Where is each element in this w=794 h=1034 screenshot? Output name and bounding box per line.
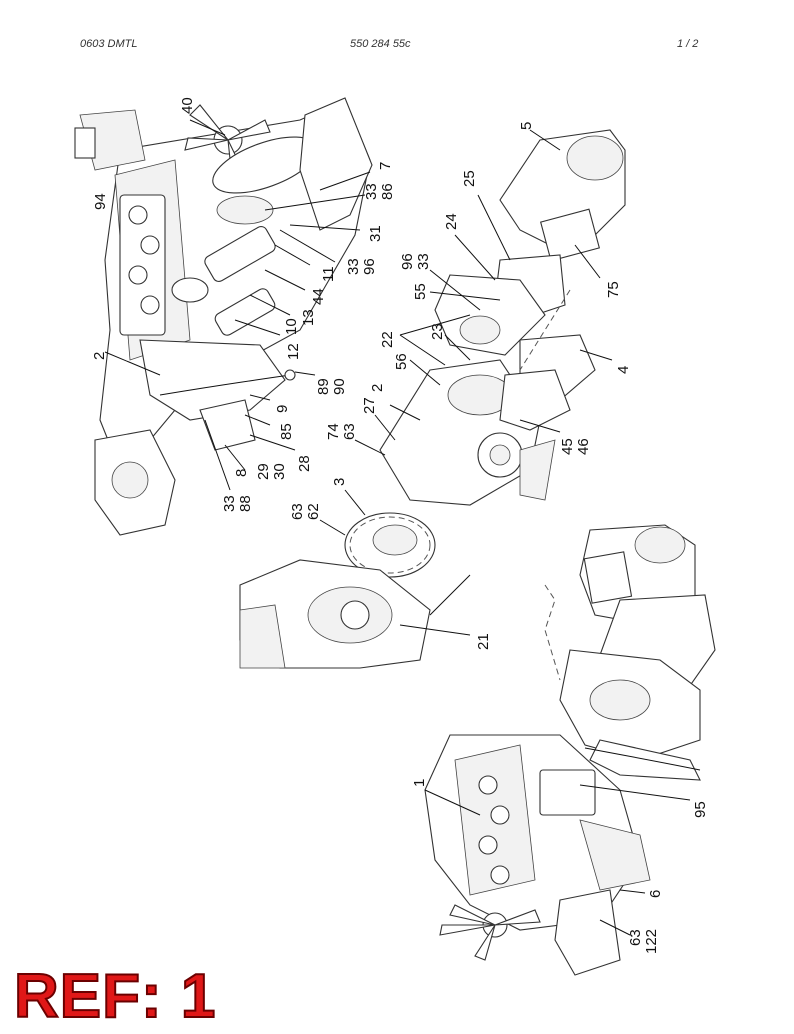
callout-label: 1	[411, 779, 428, 787]
callout-label: 33	[221, 495, 238, 512]
callout-label: 85	[278, 423, 295, 440]
callout-label: 3	[331, 478, 348, 486]
callout-label: 56	[393, 353, 410, 370]
callout-label: 31	[367, 225, 384, 242]
callout-label: 46	[575, 438, 592, 455]
transmission-assembly-middle	[239, 129, 626, 669]
callout-label: 90	[331, 378, 348, 395]
callout-label: 2	[91, 352, 108, 360]
callout-label: 40	[179, 97, 196, 114]
callout-label: 4	[615, 366, 632, 374]
callout-label: 21	[475, 633, 492, 650]
callout-label: 11	[320, 266, 337, 282]
callout-label: 27	[361, 397, 378, 414]
header-document-code: 0603 DMTL	[80, 38, 138, 50]
reference-label: REF: 1	[13, 962, 217, 1031]
callout-label: 9	[274, 405, 291, 413]
callout-label: 6	[647, 890, 664, 898]
callout-label: 44	[310, 288, 327, 305]
callout-label: 89	[315, 378, 332, 395]
header-page-number: 1 / 2	[677, 38, 699, 50]
callout-label: 29	[255, 463, 272, 480]
callout-label: 8	[233, 469, 250, 477]
callout-label: 74	[325, 423, 342, 440]
callout-label: 28	[296, 455, 313, 472]
callout-label: 75	[605, 281, 622, 298]
callout-label: 63	[289, 503, 306, 520]
engine-valve-ports	[128, 205, 160, 315]
callout-label: 63	[627, 929, 644, 946]
callout-label: 63	[341, 423, 358, 440]
callout-label: 33	[363, 183, 380, 200]
callout-label: 95	[692, 801, 709, 818]
callout-label: 25	[461, 170, 478, 187]
callout-label: 62	[305, 503, 322, 520]
callout-label: 96	[361, 258, 378, 275]
callout-label: 94	[92, 193, 109, 210]
callout-label: 23	[429, 323, 446, 340]
callout-label: 122	[643, 929, 660, 954]
callout-label: 10	[283, 318, 300, 335]
callout-label: 55	[412, 283, 429, 300]
callout-label: 33	[415, 253, 432, 270]
engine-assembly-lower	[424, 524, 716, 976]
callout-label: 12	[285, 343, 302, 360]
header-part-number: 550 284 55c	[350, 38, 411, 50]
callout-label: 45	[559, 438, 576, 455]
lower-engine-valve-ports	[478, 775, 510, 885]
callout-label: 7	[377, 162, 394, 170]
callout-labels: 40 94 7 33 86 31 33 96 11 44 13 10 12 2 …	[91, 97, 709, 954]
engine-assembly-upper	[74, 97, 373, 536]
callout-label: 88	[237, 495, 254, 512]
callout-label: 86	[379, 183, 396, 200]
lower-cooling-fan	[439, 904, 541, 961]
callout-label: 30	[271, 463, 288, 480]
callout-label: 24	[443, 213, 460, 230]
callout-label: 5	[518, 122, 535, 130]
callout-leader-lines	[104, 119, 691, 936]
callout-label: 22	[379, 331, 396, 348]
flywheel-ring	[344, 512, 436, 578]
callout-label: 96	[399, 253, 416, 270]
callout-label: 33	[345, 258, 362, 275]
callout-label: 2	[369, 384, 386, 392]
callout-label: 13	[300, 309, 317, 326]
